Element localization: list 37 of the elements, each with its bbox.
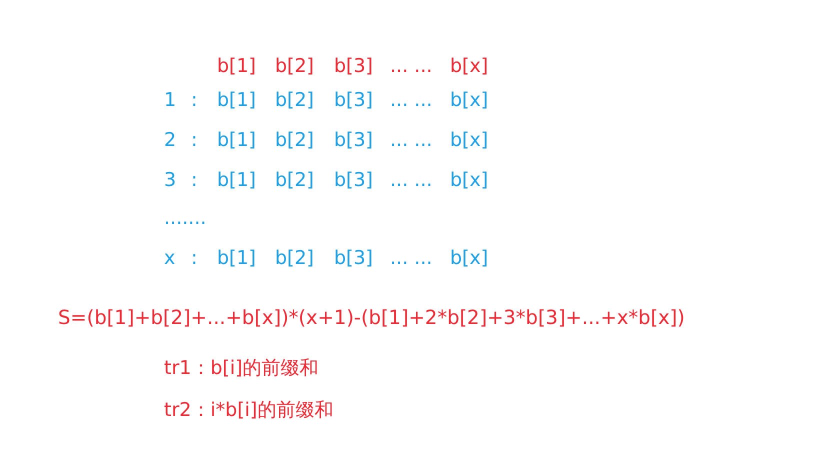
array-term: b[2]: [275, 88, 314, 112]
array-term: b[1]: [217, 88, 256, 112]
array-term: b[3]: [334, 246, 373, 270]
separator: :: [191, 168, 198, 192]
array-term: ... ...: [390, 246, 432, 270]
array-term: b[1]: [217, 128, 256, 152]
array-term: b[2]: [275, 54, 314, 78]
array-term: b[x]: [450, 54, 488, 78]
array-term: b[x]: [450, 168, 488, 192]
note: tr2：i*b[i]的前缀和: [164, 398, 334, 422]
row-number: 2: [164, 128, 176, 152]
note: tr1：b[i]的前缀和: [164, 356, 319, 380]
array-term: ... ...: [390, 128, 432, 152]
array-term: ... ...: [390, 54, 432, 78]
array-term: b[x]: [450, 88, 488, 112]
separator: :: [191, 246, 198, 270]
array-term: b[3]: [334, 128, 373, 152]
array-term: b[1]: [217, 168, 256, 192]
array-term: b[3]: [334, 168, 373, 192]
array-term: b[x]: [450, 246, 488, 270]
array-term: ... ...: [390, 88, 432, 112]
row-number: 1: [164, 88, 176, 112]
array-term: b[2]: [275, 246, 314, 270]
row-number: 3: [164, 168, 176, 192]
array-term: b[3]: [334, 88, 373, 112]
array-term: b[3]: [334, 54, 373, 78]
array-term: b[1]: [217, 246, 256, 270]
array-term: b[1]: [217, 54, 256, 78]
separator: :: [191, 128, 198, 152]
array-term: ... ...: [390, 168, 432, 192]
ellipsis: .......: [164, 206, 206, 230]
array-term: b[x]: [450, 128, 488, 152]
array-term: b[2]: [275, 128, 314, 152]
formula: S=(b[1]+b[2]+...+b[x])*(x+1)-(b[1]+2*b[2]+3*b[3]+...+x*b[x]): [58, 306, 685, 330]
row-number: x: [164, 246, 176, 270]
array-term: b[2]: [275, 168, 314, 192]
separator: :: [191, 88, 198, 112]
